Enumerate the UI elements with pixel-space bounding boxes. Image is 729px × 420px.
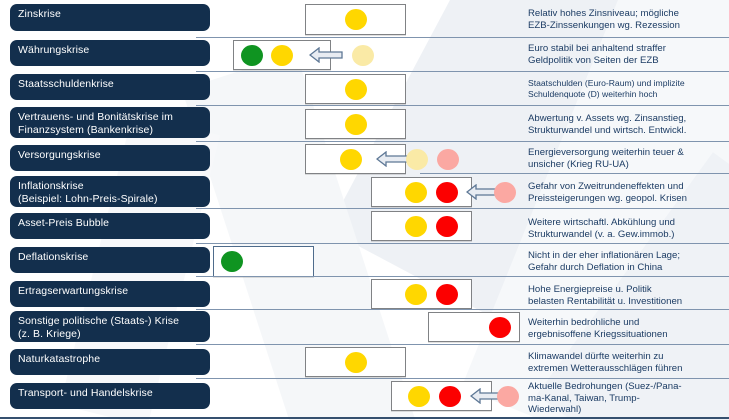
crisis-label[interactable]: Versorgungskrise [10,145,210,171]
crisis-description: Euro stabil bei anhaltend straffer Geldp… [528,43,666,66]
row-separator [196,208,729,209]
bottom-border [0,417,729,419]
status-dot-red [436,181,458,203]
crisis-label[interactable]: Zinskrise [10,4,210,31]
previous-status-dot [352,44,374,66]
status-dot-red [439,385,461,407]
row-separator [196,378,729,379]
crisis-description: Klimawandel dürfte weiterhin zu extremen… [528,351,683,374]
row-separator [196,276,729,277]
crisis-description: Nicht in der eher inflationären Lage; Ge… [528,250,680,273]
previous-status-dot [497,385,519,407]
status-dot-yellow [345,9,367,30]
row-separator [196,141,729,142]
crisis-description: Hohe Energiepreise u. Politik belasten R… [528,284,683,307]
crisis-description: Weitere wirtschaftl. Abkühlung und Struk… [528,217,676,240]
crisis-description: Weiterhin bedrohliche und ergebnisoffene… [528,317,668,340]
crisis-label[interactable]: Vertrauens- und Bonitätskrise im Finanzs… [10,107,210,138]
crisis-label[interactable]: Deflationskrise [10,247,210,273]
crisis-description: Abwertung v. Assets wg. Zinsanstieg, Str… [528,113,687,136]
crisis-description: Aktuelle Bedrohungen (Suez-/Pana- ma-Kan… [528,381,682,416]
crisis-description: Relativ hohes Zinsniveau; mögliche EZB-Z… [528,8,680,31]
row-separator [196,105,729,106]
status-dot-red [436,283,458,305]
row-separator [196,71,729,72]
status-dot-yellow [405,181,427,203]
crisis-label[interactable]: Ertragserwartungskrise [10,281,210,307]
status-dot-red [436,215,458,237]
crisis-description: Gefahr von Zweitrundeneffekten und Preis… [528,181,687,204]
status-dot-yellow [271,44,293,66]
crisis-description: Staatschulden (Euro-Raum) und implizite … [528,78,685,99]
crisis-label[interactable]: Sonstige politische (Staats-) Krise (z. … [10,311,210,342]
crisis-label[interactable]: Inflationskrise (Beispiel: Lohn-Preis-Sp… [10,176,210,207]
previous-status-dot [494,181,516,203]
crisis-label[interactable]: Währungskrise [10,40,210,66]
status-dot-yellow [345,351,367,373]
status-dot-green [221,251,243,272]
previous-status-dot [437,148,459,170]
status-dot-green [241,44,263,66]
status-dot-yellow [345,78,367,100]
row-separator [196,37,729,38]
row-separator [196,344,729,345]
status-dot-red [489,316,511,338]
row-separator [196,309,729,310]
crisis-description: Energieversorgung weiterhin teuer & unsi… [528,147,684,170]
crisis-label[interactable]: Naturkatastrophe [10,349,210,375]
status-dot-yellow [405,215,427,237]
row-separator [420,173,729,174]
crisis-label[interactable]: Asset-Preis Bubble [10,213,210,239]
trend-arrow-left-icon [375,150,410,168]
crisis-label[interactable]: Staatsschuldenkrise [10,74,210,100]
status-dot-yellow [408,385,430,407]
previous-status-dot [406,148,428,170]
status-dot-yellow [340,148,362,170]
status-dot-yellow [345,113,367,135]
status-dot-yellow [405,283,427,305]
row-separator [196,243,729,244]
crisis-label[interactable]: Transport- und Handelskrise [10,383,210,409]
trend-arrow-left-icon [308,46,343,64]
